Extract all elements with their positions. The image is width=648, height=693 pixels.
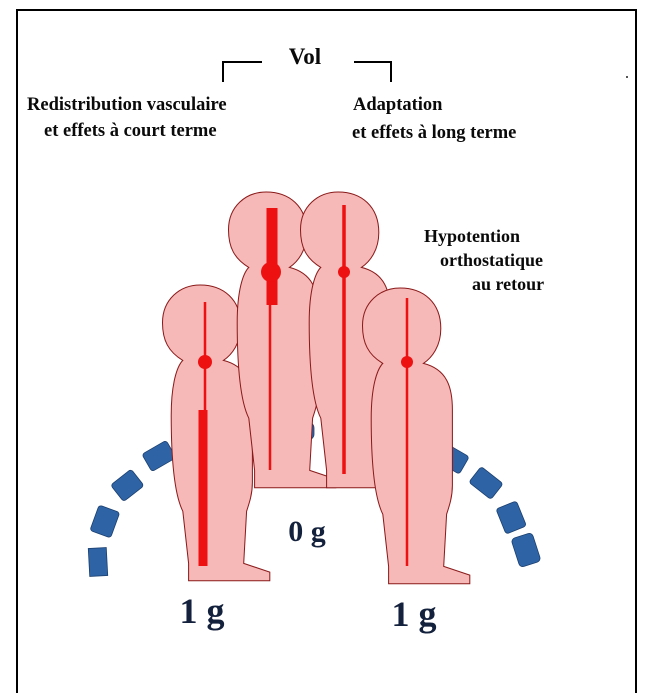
figure-1g-return (363, 288, 470, 584)
long-term-label-line2: et effets à long terme (352, 123, 516, 143)
hypotension-label-line2: orthostatique (440, 250, 543, 270)
arc-block (90, 505, 120, 538)
arc-block (88, 548, 107, 577)
arc-block (511, 532, 541, 567)
gravity-label-right: 1 g (392, 594, 437, 634)
hypotension-label-line3: au retour (472, 274, 544, 294)
hypotension-label-line1: Hypotention (424, 226, 520, 246)
gravity-label-left: 1 g (180, 591, 225, 631)
short-term-label-line2: et effets à court terme (44, 121, 217, 141)
stray-dot (626, 76, 628, 78)
arc-block (469, 467, 503, 500)
gravity-arc (88, 422, 541, 577)
short-term-label-line1: Redistribution vasculaire (27, 95, 227, 115)
gravity-label-center: 0 g (288, 515, 326, 548)
flight-label: Vol (289, 44, 321, 69)
arc-block (111, 469, 144, 502)
arc-block (496, 501, 527, 534)
arc-block (142, 440, 176, 471)
long-term-label-line1: Adaptation (353, 95, 443, 115)
